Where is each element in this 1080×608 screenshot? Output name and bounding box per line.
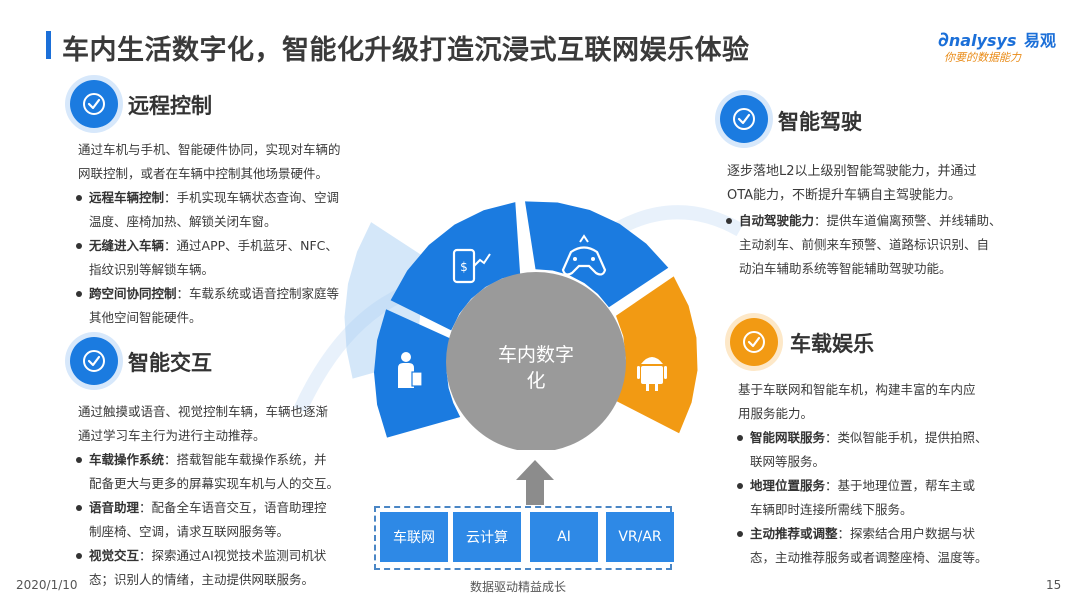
smart-driving-icon [720, 95, 768, 143]
logo-brand-text: nalysys [948, 31, 1017, 50]
ring-segment-upper-right [525, 201, 669, 308]
title-accent-bar [46, 31, 51, 59]
entertainment-title: 车载娱乐 [790, 332, 874, 356]
intro-line: 通过学习车主行为进行主动推荐。 [78, 428, 266, 443]
ring-segment-upper-left [390, 202, 521, 331]
remote-control-icon [70, 80, 118, 128]
brand-logo: ∂nalysys 易观 你要的数据能力 [938, 27, 1058, 67]
intro-line: 用服务能力。 [738, 406, 814, 421]
up-arrow-icon [516, 460, 554, 505]
gamepad-icon [561, 234, 607, 276]
smart-interaction-list: 车载操作系统：搭载智能车载操作系统，并配备更大与更多的屏幕实现车机与人的交互。 … [74, 448, 374, 592]
smart-interaction-icon [70, 337, 118, 385]
entertainment-intro: 基于车联网和智能车机，构建丰富的车内应 用服务能力。 [738, 378, 1038, 426]
smart-driving-list: 自动驾驶能力：提供车道偏离预警、并线辅助、主动刹车、前侧来车预警、道路标识识别、… [724, 209, 1034, 281]
entertainment-list: 智能网联服务：类似智能手机，提供拍照、联网等服务。 地理位置服务：基于地理位置，… [735, 426, 1035, 570]
smart-driving-title: 智能驾驶 [778, 110, 862, 134]
digital-car-ring-diagram: $ [344, 201, 698, 450]
center-label-line: 车内数字 [497, 344, 574, 366]
logo-slogan: 你要的数据能力 [944, 51, 1021, 64]
intro-line: OTA能力，不断提升车辆自主驾驶能力。 [727, 188, 962, 203]
page-number: 15 [1046, 578, 1062, 592]
list-item: 语音助理：配备全车语音交互，语音助理控制座椅、空调，请求互联网服务等。 [74, 496, 374, 544]
smart-driving-intro: 逐步落地L2以上级别智能驾驶能力，并通过 OTA能力，不断提升车辆自主驾驶能力。 [727, 160, 1037, 208]
center-circle [446, 272, 626, 450]
list-item: 主动推荐或调整：探索结合用户数据与状态，主动推荐服务或者调整座椅、温度等。 [735, 522, 1035, 570]
intro-line: 逐步落地L2以上级别智能驾驶能力，并通过 [727, 164, 977, 179]
list-item: 视觉交互：探索通过AI视觉技术监测司机状态；识别人的情绪，主动提供网联服务。 [74, 544, 374, 592]
logo-letter-a: ∂ [938, 27, 949, 51]
logo-brand-cn: 易观 [1024, 31, 1057, 50]
footer-date: 2020/1/10 [16, 578, 78, 592]
android-icon [637, 357, 667, 391]
phone-payment-icon: $ [452, 248, 491, 284]
intro-line: 基于车联网和智能车机，构建丰富的车内应 [738, 382, 976, 397]
entertainment-icon [730, 318, 778, 366]
page-title: 车内生活数字化，智能化升级打造沉浸式互联网娱乐体验 [62, 35, 750, 66]
intro-line: 网联控制，或者在车辆中控制其他场景硬件。 [78, 166, 329, 181]
person-document-icon [398, 352, 423, 388]
tech-item-vrar: VR/AR [606, 512, 674, 562]
intro-line: 通过车机与手机、智能硬件协同，实现对车辆的 [78, 142, 341, 157]
list-item: 智能网联服务：类似智能手机，提供拍照、联网等服务。 [735, 426, 1035, 474]
remote-control-title: 远程控制 [128, 94, 212, 118]
intro-line: 通过触摸或语音、视觉控制车辆，车辆也逐渐 [78, 404, 329, 419]
tech-item-cloud: 云计算 [453, 512, 521, 562]
list-item: 地理位置服务：基于地理位置，帮车主或车辆即时连接所需线下服务。 [735, 474, 1035, 522]
center-label-line: 化 [526, 370, 546, 392]
center-label: 车内数字 化 [466, 342, 606, 394]
smart-interaction-title: 智能交互 [128, 351, 212, 375]
tech-item-ai: AI [530, 512, 598, 562]
smart-interaction-intro: 通过触摸或语音、视觉控制车辆，车辆也逐渐 通过学习车主行为进行主动推荐。 [78, 400, 378, 448]
list-item: 远程车辆控制：手机实现车辆状态查询、空调温度、座椅加热、解锁关闭车窗。 [74, 186, 374, 234]
remote-control-list: 远程车辆控制：手机实现车辆状态查询、空调温度、座椅加热、解锁关闭车窗。 无缝进入… [74, 186, 374, 330]
footer-slogan: 数据驱动精益成长 [470, 580, 567, 594]
ring-segment-right [615, 276, 698, 434]
list-item: 无缝进入车辆：通过APP、手机蓝牙、NFC、指纹识别等解锁车辆。 [74, 234, 374, 282]
remote-control-intro: 通过车机与手机、智能硬件协同，实现对车辆的 网联控制，或者在车辆中控制其他场景硬… [78, 138, 378, 186]
list-item: 自动驾驶能力：提供车道偏离预警、并线辅助、主动刹车、前侧来车预警、道路标识识别、… [724, 209, 1034, 281]
tech-item-iov: 车联网 [380, 512, 448, 562]
svg-text:$: $ [460, 260, 468, 274]
list-item: 跨空间协同控制：车载系统或语音控制家庭等其他空间智能硬件。 [74, 282, 374, 330]
list-item: 车载操作系统：搭载智能车载操作系统，并配备更大与更多的屏幕实现车机与人的交互。 [74, 448, 374, 496]
